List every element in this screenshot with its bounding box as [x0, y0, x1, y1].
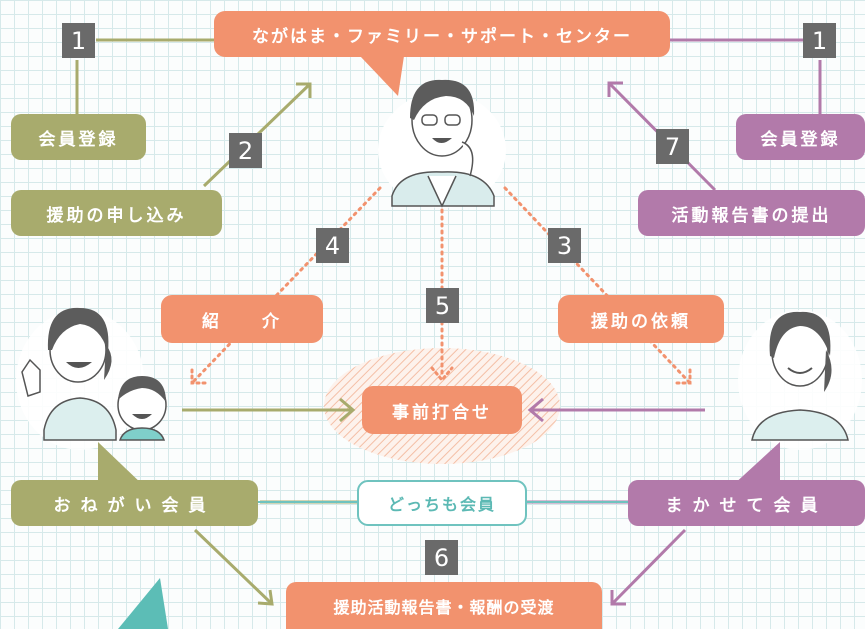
- request-box: 援助の依頼: [558, 295, 724, 343]
- intro-box: 紹 介: [161, 295, 323, 343]
- left-apply: 援助の申し込み: [11, 190, 222, 236]
- meeting-box: 事前打合せ: [362, 386, 522, 434]
- arrow-left-settle: [193, 528, 274, 606]
- right-member-tail: [732, 442, 780, 486]
- left-member-tail: [98, 442, 144, 486]
- arrow-right-settle: [610, 528, 687, 606]
- settle-box: 援助活動報告書・報酬の受渡: [286, 582, 602, 629]
- left-member: おねがい会員: [11, 480, 258, 526]
- dots-request: [503, 186, 692, 385]
- step-1-right: 1: [803, 23, 836, 58]
- step-7: 7: [656, 129, 689, 164]
- dots-intro: [190, 186, 382, 385]
- step-2: 2: [229, 133, 262, 168]
- step-1-left: 1: [62, 23, 95, 58]
- step-5: 5: [426, 288, 459, 323]
- requester-people: [16, 307, 167, 450]
- teal-triangle: [118, 578, 168, 629]
- step-4: 4: [316, 228, 349, 263]
- step-6: 6: [425, 540, 458, 575]
- right-register: 会員登録: [736, 114, 865, 160]
- step-3: 3: [548, 228, 581, 263]
- both-member-box: どっちも会員: [357, 480, 527, 526]
- right-report: 活動報告書の提出: [638, 190, 865, 236]
- supporter-person: [738, 310, 862, 450]
- center-title: ながはま・ファミリー・サポート・センター: [214, 11, 670, 57]
- title-tail: [360, 56, 404, 96]
- left-register: 会員登録: [11, 114, 146, 160]
- coordinator-person: [378, 79, 506, 208]
- right-member: まかせて会員: [628, 480, 865, 526]
